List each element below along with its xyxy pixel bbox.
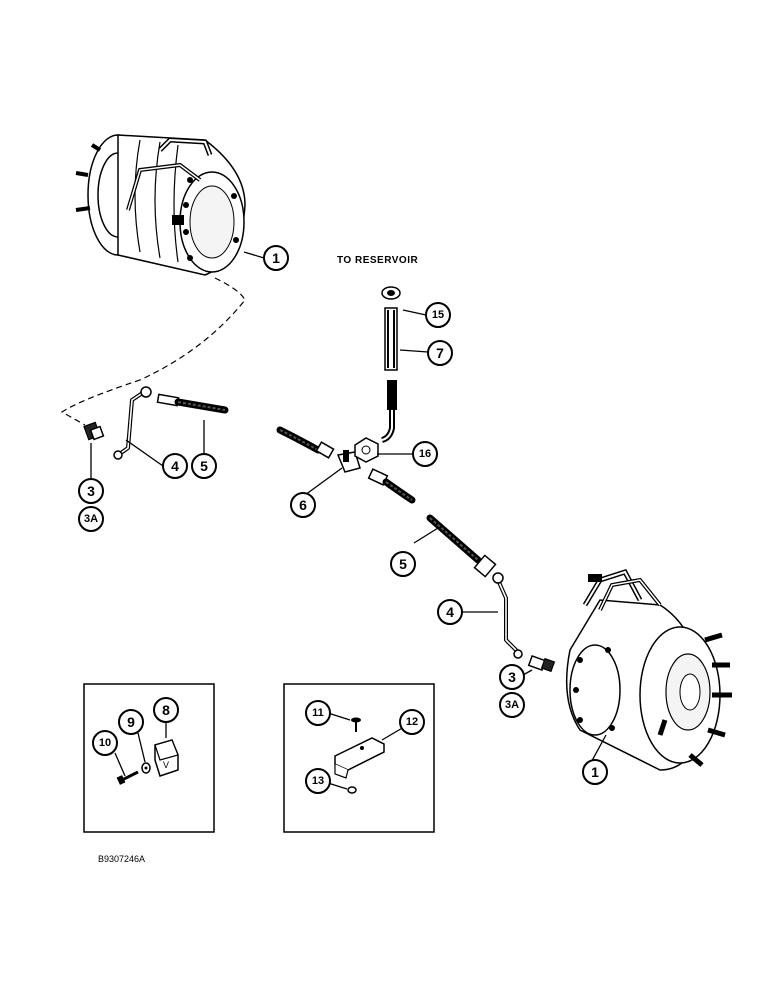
hose-left — [156, 393, 335, 459]
callout-5-left: 5 — [191, 453, 217, 479]
to-reservoir-note: TO RESERVOIR — [337, 255, 418, 266]
callout-12: 12 — [399, 709, 425, 735]
callout-3a-left: 3A — [78, 506, 104, 532]
hose-right — [367, 468, 497, 578]
bolt — [116, 770, 139, 785]
callout-9: 9 — [118, 709, 144, 735]
callout-3a-right: 3A — [499, 692, 525, 718]
adapter-fitting — [354, 437, 379, 463]
svg-text:12: 12 — [406, 716, 418, 728]
tube-right — [492, 572, 523, 659]
fitting-right — [527, 654, 556, 673]
inset-box-bracket — [283, 683, 435, 833]
drawing-code: B9307246A — [98, 854, 145, 864]
dashed-connection-line — [60, 277, 246, 426]
callout-5-right: 5 — [390, 551, 416, 577]
wheel-motor-bottom — [565, 568, 732, 771]
callout-7: 7 — [427, 340, 453, 366]
svg-text:4: 4 — [446, 604, 454, 620]
wheel-motor-top — [75, 134, 246, 276]
svg-text:4: 4 — [171, 458, 179, 474]
fitting-left — [83, 421, 105, 441]
callout-15: 15 — [425, 302, 451, 328]
svg-text:6: 6 — [299, 497, 307, 513]
svg-text:9: 9 — [127, 714, 135, 730]
svg-text:1: 1 — [591, 764, 599, 780]
callout-4-left: 4 — [162, 453, 188, 479]
svg-text:3A: 3A — [84, 513, 98, 525]
screw — [351, 717, 361, 732]
svg-text:3A: 3A — [505, 699, 519, 711]
callout-6: 6 — [290, 492, 316, 518]
callout-1-motor-top: 1 — [263, 245, 289, 271]
reservoir-hose — [381, 286, 401, 443]
svg-text:1: 1 — [272, 250, 280, 266]
svg-text:16: 16 — [419, 448, 431, 460]
svg-text:13: 13 — [312, 775, 324, 787]
svg-text:5: 5 — [399, 556, 407, 572]
callout-13: 13 — [305, 768, 331, 794]
callout-4-right: 4 — [437, 599, 463, 625]
bracket — [334, 737, 385, 779]
nut — [347, 786, 357, 794]
svg-text:5: 5 — [200, 458, 208, 474]
svg-text:7: 7 — [436, 345, 444, 361]
svg-text:3: 3 — [508, 669, 516, 685]
svg-text:3: 3 — [87, 483, 95, 499]
inset-box-mounting-block — [83, 683, 215, 833]
tube-left — [113, 386, 152, 460]
callout-1-motor-bottom: 1 — [582, 759, 608, 785]
svg-text:10: 10 — [99, 737, 111, 749]
callout-3-right: 3 — [499, 664, 525, 690]
svg-text:11: 11 — [312, 707, 324, 719]
callout-3-left: 3 — [78, 478, 104, 504]
callout-11: 11 — [305, 700, 331, 726]
svg-text:15: 15 — [432, 309, 444, 321]
svg-text:8: 8 — [162, 702, 170, 718]
svg-text:V: V — [163, 760, 169, 770]
mounting-block: V — [154, 739, 179, 777]
callout-8: 8 — [153, 697, 179, 723]
callout-16: 16 — [412, 441, 438, 467]
callout-10: 10 — [92, 730, 118, 756]
tee-fitting — [336, 450, 361, 473]
washer — [141, 762, 151, 774]
